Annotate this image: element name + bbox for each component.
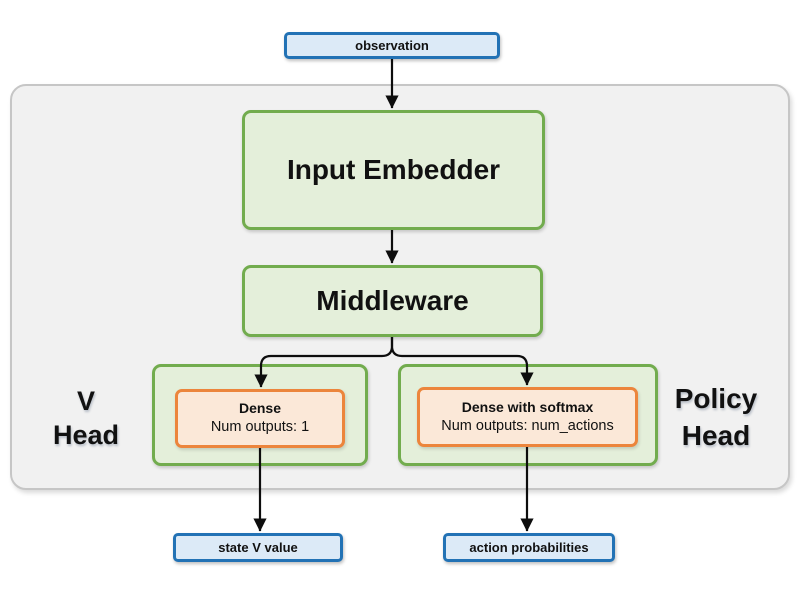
v-dense-title: Dense [238,400,282,417]
v-dense-node: Dense Num outputs: 1 [175,389,345,448]
v-head-label-line2: Head [52,420,120,450]
policy-dense-node: Dense with softmax Num outputs: num_acti… [417,387,638,447]
action-probabilities-node: action probabilities [443,533,615,562]
input-embedder-node: Input Embedder [242,110,545,230]
policy-head-label-line2: Head [681,420,751,451]
v-head-label-line1: V [76,386,95,416]
input-embedder-label: Input Embedder [286,154,501,185]
policy-head-label: Policy Head [656,380,776,454]
observation-label: observation [355,38,429,53]
state-v-value-label: state V value [218,540,298,555]
observation-node: observation [284,32,500,59]
v-head-label: V Head [26,384,146,452]
action-probabilities-label: action probabilities [469,540,589,555]
policy-head-label-line1: Policy [674,383,758,414]
policy-dense-outputs: Num outputs: num_actions [441,417,614,434]
middleware-label: Middleware [316,285,469,316]
policy-dense-title: Dense with softmax [461,398,594,415]
v-dense-outputs: Num outputs: 1 [210,419,310,436]
state-v-value-node: state V value [173,533,343,562]
middleware-node: Middleware [242,265,543,337]
